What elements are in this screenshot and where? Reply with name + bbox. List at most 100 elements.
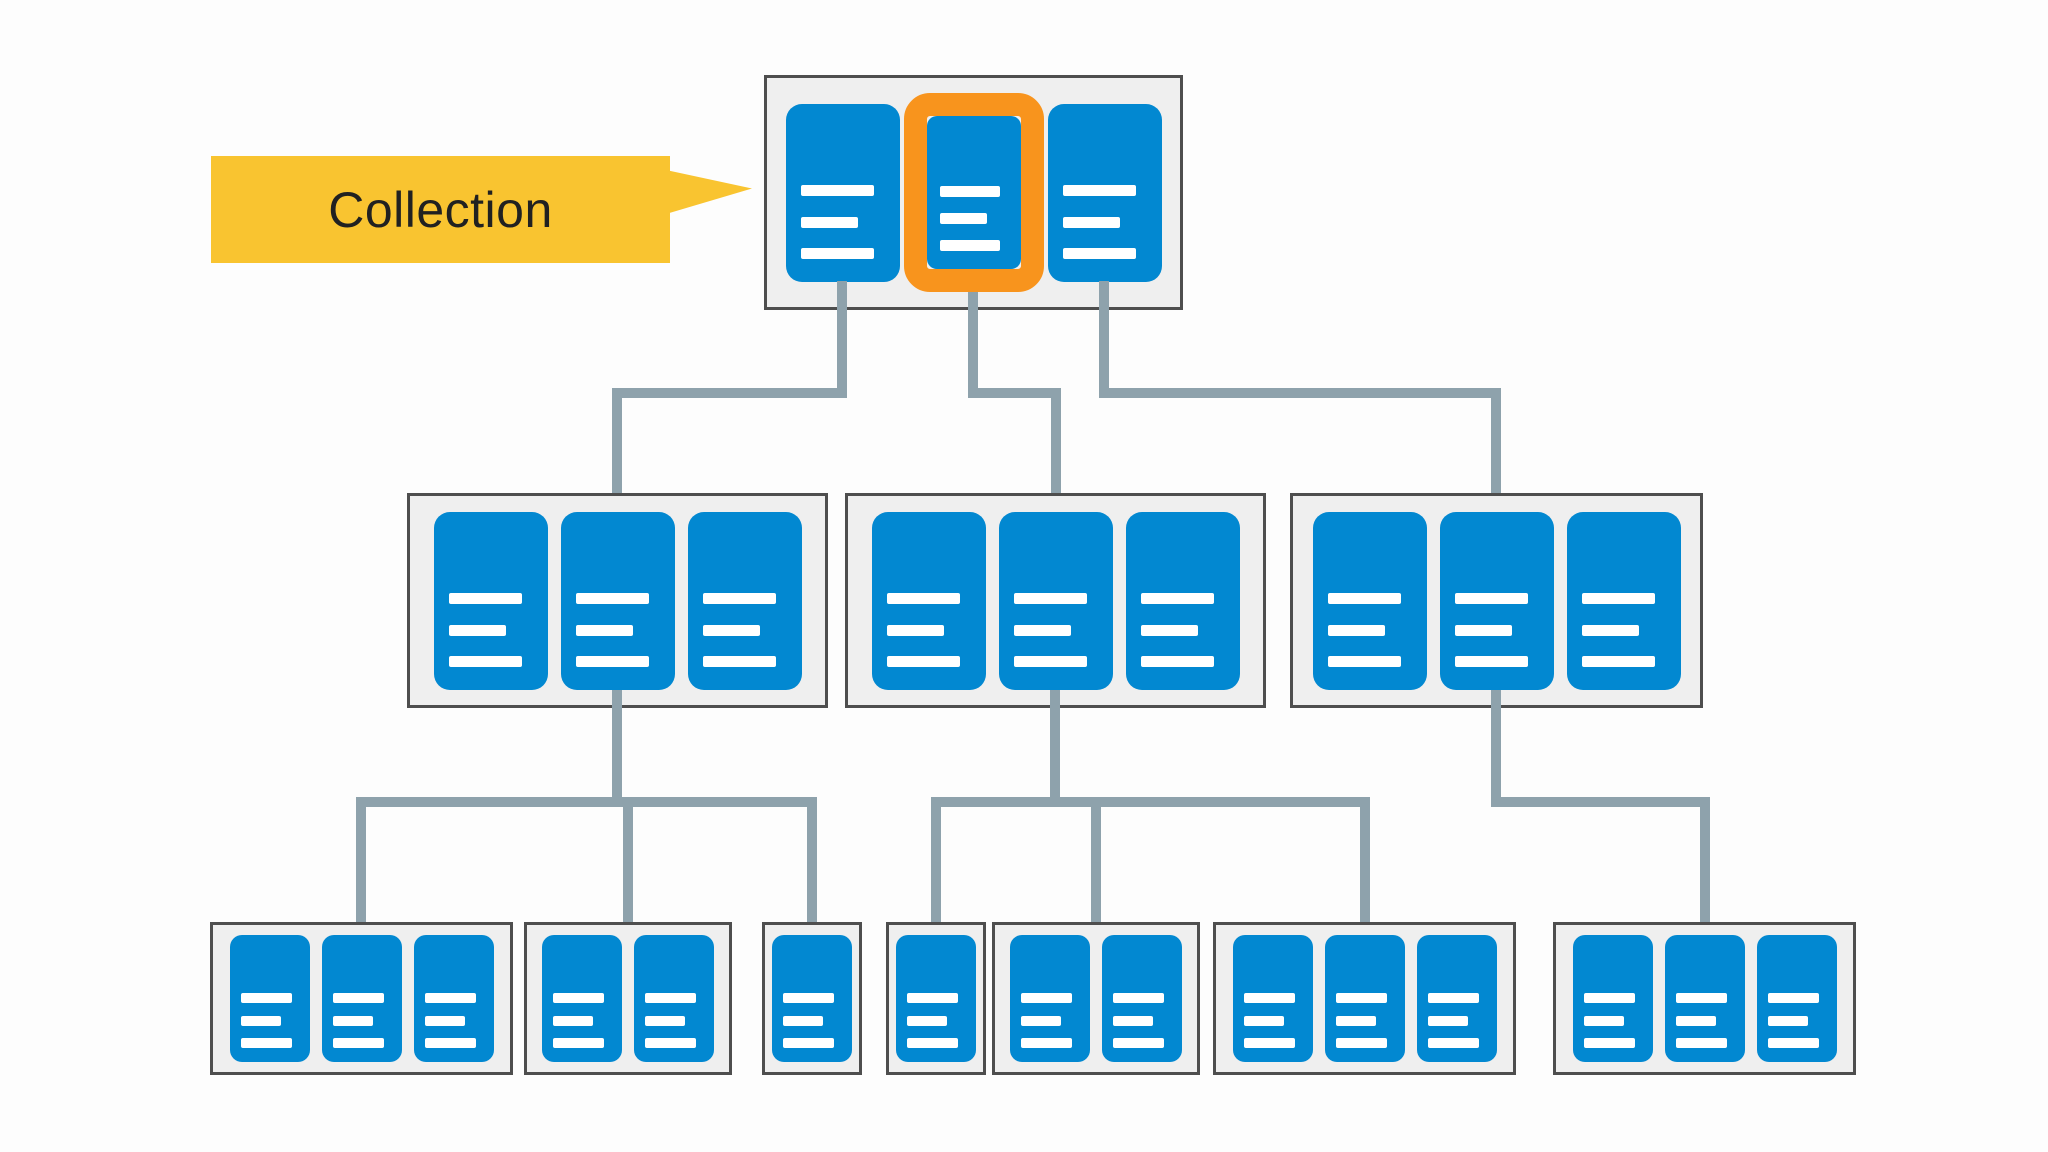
- document-text-line: [1427, 1037, 1479, 1048]
- document-text-line: [801, 216, 859, 228]
- document-card: [896, 935, 976, 1062]
- document-text-line: [1021, 1015, 1062, 1026]
- document-card: [998, 511, 1113, 690]
- document-text-line: [1243, 993, 1295, 1004]
- document-group-7: [1553, 922, 1856, 1075]
- document-text-line: [907, 1015, 948, 1026]
- connector-root1-horizontal: [612, 388, 847, 398]
- document-text-line: [553, 993, 605, 1004]
- connector-sub2-drop3: [1360, 797, 1370, 922]
- document-text-line: [783, 993, 835, 1004]
- document-text-line: [1328, 624, 1386, 636]
- document-text-line: [1767, 1015, 1808, 1026]
- document-text-line: [703, 655, 777, 667]
- document-card: [1416, 935, 1497, 1062]
- document-card: [1572, 935, 1653, 1062]
- document-text-line: [1767, 1037, 1819, 1048]
- connector-sub2-horizontal: [931, 797, 1370, 807]
- document-text-line: [332, 1037, 384, 1048]
- document-text-line: [1113, 1037, 1165, 1048]
- subcollection-group-2: [845, 493, 1266, 708]
- document-card: [687, 511, 802, 690]
- document-card: [1312, 511, 1427, 690]
- document-card: [1010, 935, 1090, 1062]
- document-text-line: [1335, 1015, 1376, 1026]
- document-text-line: [703, 593, 777, 605]
- connector-root1-drop: [612, 388, 622, 493]
- document-card: [542, 935, 622, 1062]
- document-text-line: [1021, 1037, 1073, 1048]
- collection-group: [764, 75, 1183, 310]
- document-group-4: [886, 922, 986, 1075]
- document-text-line: [1063, 216, 1121, 228]
- document-text-line: [1583, 993, 1635, 1004]
- subcollection-group-3: [1290, 493, 1703, 708]
- connector-sub3-stub: [1491, 690, 1501, 807]
- document-text-line: [1328, 655, 1402, 667]
- document-card: [1125, 511, 1240, 690]
- document-text-line: [703, 624, 761, 636]
- subcollection-group-1: [407, 493, 828, 708]
- connector-root3-horizontal: [1099, 388, 1501, 398]
- document-text-line: [801, 185, 875, 197]
- document-group-2: [524, 922, 732, 1075]
- highlighted-document-outline: [903, 93, 1044, 292]
- connector-sub1-drop1: [356, 797, 366, 922]
- document-text-line: [1427, 993, 1479, 1004]
- document-group-5: [992, 922, 1200, 1075]
- connector-sub1-horizontal: [356, 797, 817, 807]
- document-text-line: [939, 239, 1000, 251]
- document-text-line: [907, 1037, 959, 1048]
- document-text-line: [424, 1037, 476, 1048]
- document-card: [560, 511, 675, 690]
- connector-sub1-drop2: [623, 797, 633, 922]
- document-text-line: [1582, 624, 1640, 636]
- document-text-line: [783, 1015, 824, 1026]
- document-text-line: [645, 1015, 686, 1026]
- document-card: [871, 511, 986, 690]
- document-card: [1324, 935, 1405, 1062]
- connector-root2-drop: [1051, 388, 1061, 493]
- document-text-line: [553, 1037, 605, 1048]
- collection-callout: Collection: [211, 156, 670, 263]
- document-text-line: [1113, 993, 1165, 1004]
- document-card: [772, 935, 852, 1062]
- connector-sub3-horizontal: [1491, 797, 1710, 807]
- document-text-line: [332, 1015, 373, 1026]
- document-text-line: [1014, 655, 1088, 667]
- callout-label: Collection: [328, 181, 553, 238]
- document-text-line: [887, 655, 961, 667]
- connector-root2-stub: [968, 292, 978, 398]
- connector-sub1-drop3: [807, 797, 817, 922]
- connector-sub2-drop1: [931, 797, 941, 922]
- document-text-line: [1335, 993, 1387, 1004]
- document-text-line: [240, 993, 292, 1004]
- document-text-line: [939, 213, 987, 225]
- document-text-line: [887, 593, 961, 605]
- callout-pointer-arrow: [666, 170, 752, 214]
- document-text-line: [1455, 593, 1529, 605]
- document-text-line: [1014, 624, 1072, 636]
- document-card: [634, 935, 714, 1062]
- document-text-line: [1141, 655, 1215, 667]
- document-text-line: [449, 624, 507, 636]
- document-card: [1047, 103, 1162, 282]
- document-card: [1566, 511, 1681, 690]
- document-text-line: [645, 993, 697, 1004]
- document-text-line: [1767, 993, 1819, 1004]
- document-group-6: [1213, 922, 1516, 1075]
- connector-root3-drop: [1491, 388, 1501, 493]
- document-text-line: [1455, 624, 1513, 636]
- document-text-line: [1243, 1037, 1295, 1048]
- document-text-line: [1141, 624, 1199, 636]
- document-card: [1232, 935, 1313, 1062]
- document-text-line: [449, 655, 523, 667]
- document-card: [229, 935, 310, 1062]
- document-text-line: [576, 655, 650, 667]
- document-text-line: [576, 624, 634, 636]
- document-text-line: [1335, 1037, 1387, 1048]
- document-text-line: [449, 593, 523, 605]
- connector-sub2-stub: [1050, 690, 1060, 807]
- connector-root1-stub: [837, 281, 847, 398]
